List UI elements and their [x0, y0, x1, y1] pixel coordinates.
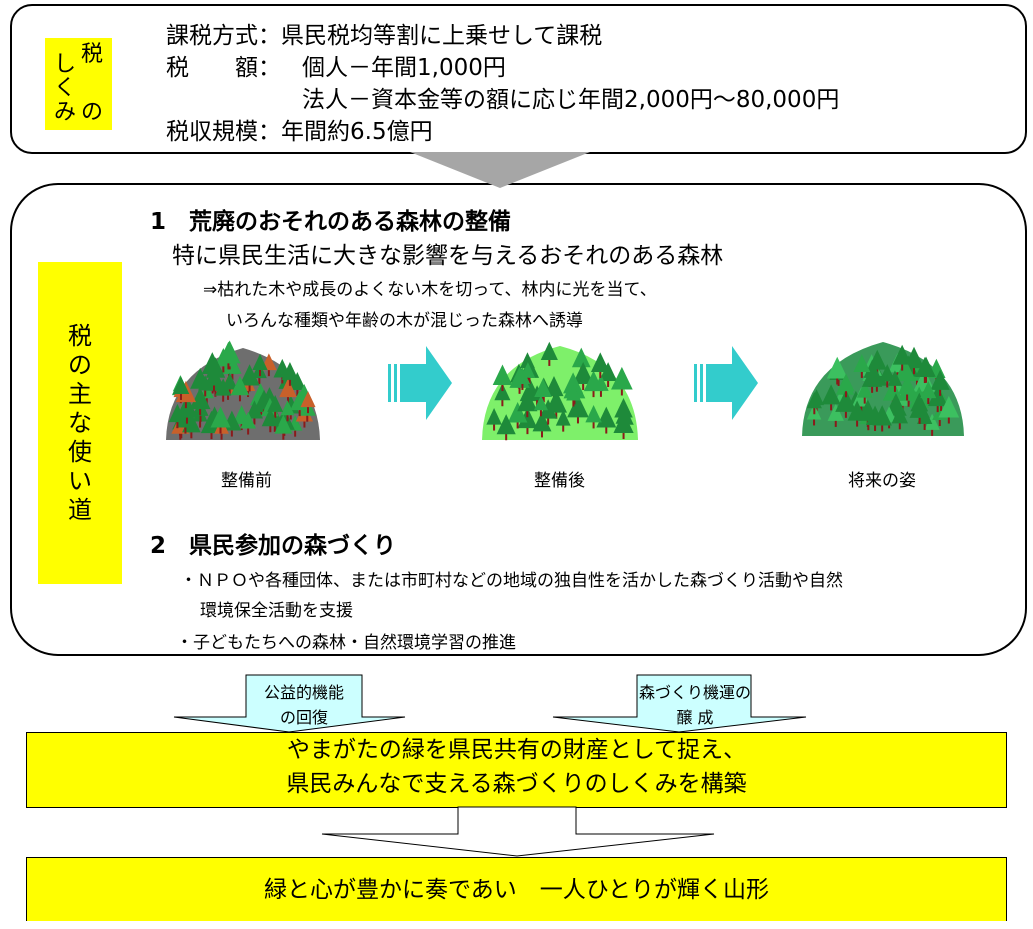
callout-right-text: 森づくり機運の 醸 成 [637, 680, 753, 730]
tax-amount-corporate: 法人－資本金等の額に応じ年間2,000円～80,000円 [302, 87, 840, 113]
item1-detail-2: いろんな種類や年齢の木が混じった森林へ誘導 [226, 311, 583, 331]
stage-arrow-icon [694, 346, 758, 420]
forest-after-image [482, 341, 638, 441]
tax-amount-individual: 個人－年間1,000円 [302, 55, 506, 81]
stage-arrow-icon [388, 346, 452, 420]
callout-arrow-right [552, 674, 807, 733]
result-line1: やまがたの緑を県民共有の財産として捉え、 [286, 737, 747, 763]
label-char: 税 [81, 42, 104, 67]
down-arrow-outline [321, 806, 715, 857]
stage-caption-future: 将来の姿 [848, 471, 916, 491]
tax-mechanism-box [10, 4, 1027, 154]
uses-label-char: い [68, 467, 92, 495]
uses-label-char: 道 [68, 496, 92, 524]
stage-caption-after: 整備後 [534, 471, 585, 491]
forest-future-image [802, 342, 964, 436]
vision-text: 緑と心が豊かに奏であい 一人ひとりが輝く山形 [263, 877, 770, 903]
uses-label-char: の [68, 351, 92, 379]
item2-bullet1-line2: 環境保全活動を支援 [200, 601, 353, 621]
tax-amount-label: 税 額： [166, 55, 281, 81]
uses-label-char: 使 [68, 438, 92, 466]
uses-label-char: 主 [68, 380, 92, 408]
taxation-method-text: 課税方式：県民税均等割に上乗せして課税 [166, 23, 603, 49]
callout-right-line2: 醸 成 [676, 708, 714, 727]
stage-caption-before: 整備前 [221, 471, 272, 491]
vision-banner: 緑と心が豊かに奏であい 一人ひとりが輝く山形 [26, 857, 1007, 921]
item2-heading: 2 県民参加の森づくり [150, 533, 397, 559]
forest-before-image [166, 340, 320, 440]
callout-left-text: 公益的機能 の回復 [246, 680, 362, 730]
item1-heading: 1 荒廃のおそれのある森林の整備 [150, 209, 512, 235]
revenue-scale-text: 税収規模：年間約6.5億円 [166, 119, 433, 145]
label-char: み [54, 100, 77, 125]
label-char: く [54, 76, 77, 101]
tax-mechanism-label: 税 し く み の [45, 38, 112, 130]
uses-label-char: 税 [68, 322, 92, 350]
callout-right-line1: 森づくり機運の [638, 683, 751, 702]
tax-uses-label-text: 税の主な使い道 [38, 322, 122, 525]
down-triangle-connector [410, 152, 590, 188]
item1-detail-1: ⇒枯れた木や成長のよくない木を切って、林内に光を当て、 [203, 280, 657, 300]
result-line2: 県民みんなで支える森づくりのしくみを構築 [286, 771, 747, 797]
item2-bullet1-line1: ・ＮＰＯや各種団体、または市町村などの地域の独自性を活かした森づくり活動や自然 [180, 571, 843, 591]
callout-left-line1: 公益的機能 [263, 683, 344, 702]
result-banner: やまがたの緑を県民共有の財産として捉え、 県民みんなで支える森づくりのしくみを構… [26, 732, 1007, 808]
callout-left-line2: の回復 [279, 708, 328, 727]
item2-bullet2: ・子どもたちへの森林・自然環境学習の推進 [176, 633, 516, 653]
item1-subheading: 特に県民生活に大きな影響を与えるおそれのある森林 [172, 243, 724, 269]
label-char: の [81, 100, 104, 125]
uses-label-char: な [68, 409, 92, 437]
label-char: し [54, 52, 77, 77]
tax-uses-label: 税の主な使い道 [38, 262, 122, 584]
callout-arrow-left [173, 674, 406, 733]
